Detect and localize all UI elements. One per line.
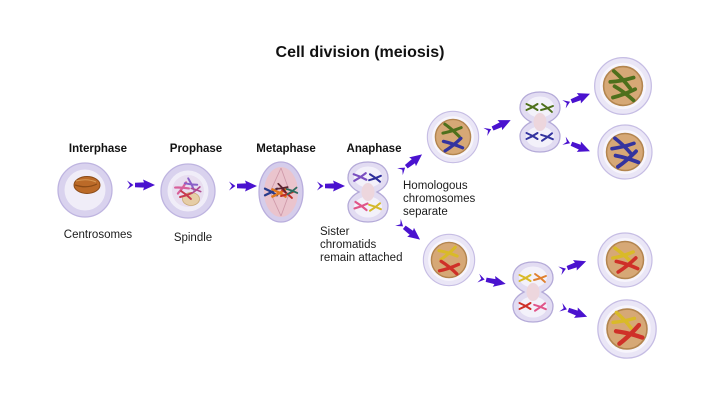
upper-final-cell-blue — [597, 124, 653, 180]
phase-label-interphase: Interphase — [69, 143, 127, 155]
arrow-lower-divide-icon — [477, 272, 507, 290]
label-centrosomes: Centrosomes — [64, 229, 133, 241]
svg-text:Sister: Sister — [320, 226, 350, 238]
lower-dividing-cell — [512, 261, 554, 323]
upper-dividing-cell — [519, 91, 561, 153]
interphase-cell — [57, 162, 113, 218]
lower-final-cell-2 — [597, 299, 657, 359]
arrow-upper-final1-icon — [561, 88, 593, 110]
page-title: Cell division (meiosis) — [276, 44, 445, 61]
svg-text:chromosomes: chromosomes — [403, 193, 475, 205]
prophase-cell — [160, 163, 216, 219]
arrow-to-lower-branch-icon — [394, 218, 424, 244]
phase-label-prophase: Prophase — [170, 143, 222, 155]
svg-text:chromatids: chromatids — [320, 239, 376, 251]
lower-final-cell-1 — [597, 232, 653, 288]
arrow-interphase-prophase-icon — [127, 179, 155, 191]
lower-branch-cell — [422, 233, 476, 287]
upper-final-cell-green — [593, 56, 653, 116]
arrow-upper-divide-icon — [482, 115, 514, 137]
arrow-lower-final2-icon — [558, 302, 590, 322]
svg-text:separate: separate — [403, 206, 448, 218]
arrow-lower-final1-icon — [557, 256, 589, 276]
label-homologous-chromosomes: Homologous chromosomes separate — [403, 180, 475, 218]
svg-text:remain attached: remain attached — [320, 252, 402, 264]
anaphase-cell — [347, 161, 389, 223]
label-sister-chromatids: Sister chromatids remain attached — [320, 226, 402, 264]
arrow-upper-final2-icon — [561, 135, 593, 157]
arrow-prophase-metaphase-icon — [229, 180, 257, 192]
phase-label-anaphase: Anaphase — [347, 143, 402, 155]
label-spindle: Spindle — [174, 232, 212, 244]
arrow-metaphase-anaphase-icon — [317, 180, 345, 192]
svg-text:Homologous: Homologous — [403, 180, 468, 192]
phase-label-metaphase: Metaphase — [256, 143, 315, 155]
metaphase-cell — [258, 161, 304, 223]
upper-branch-cell — [426, 110, 480, 164]
